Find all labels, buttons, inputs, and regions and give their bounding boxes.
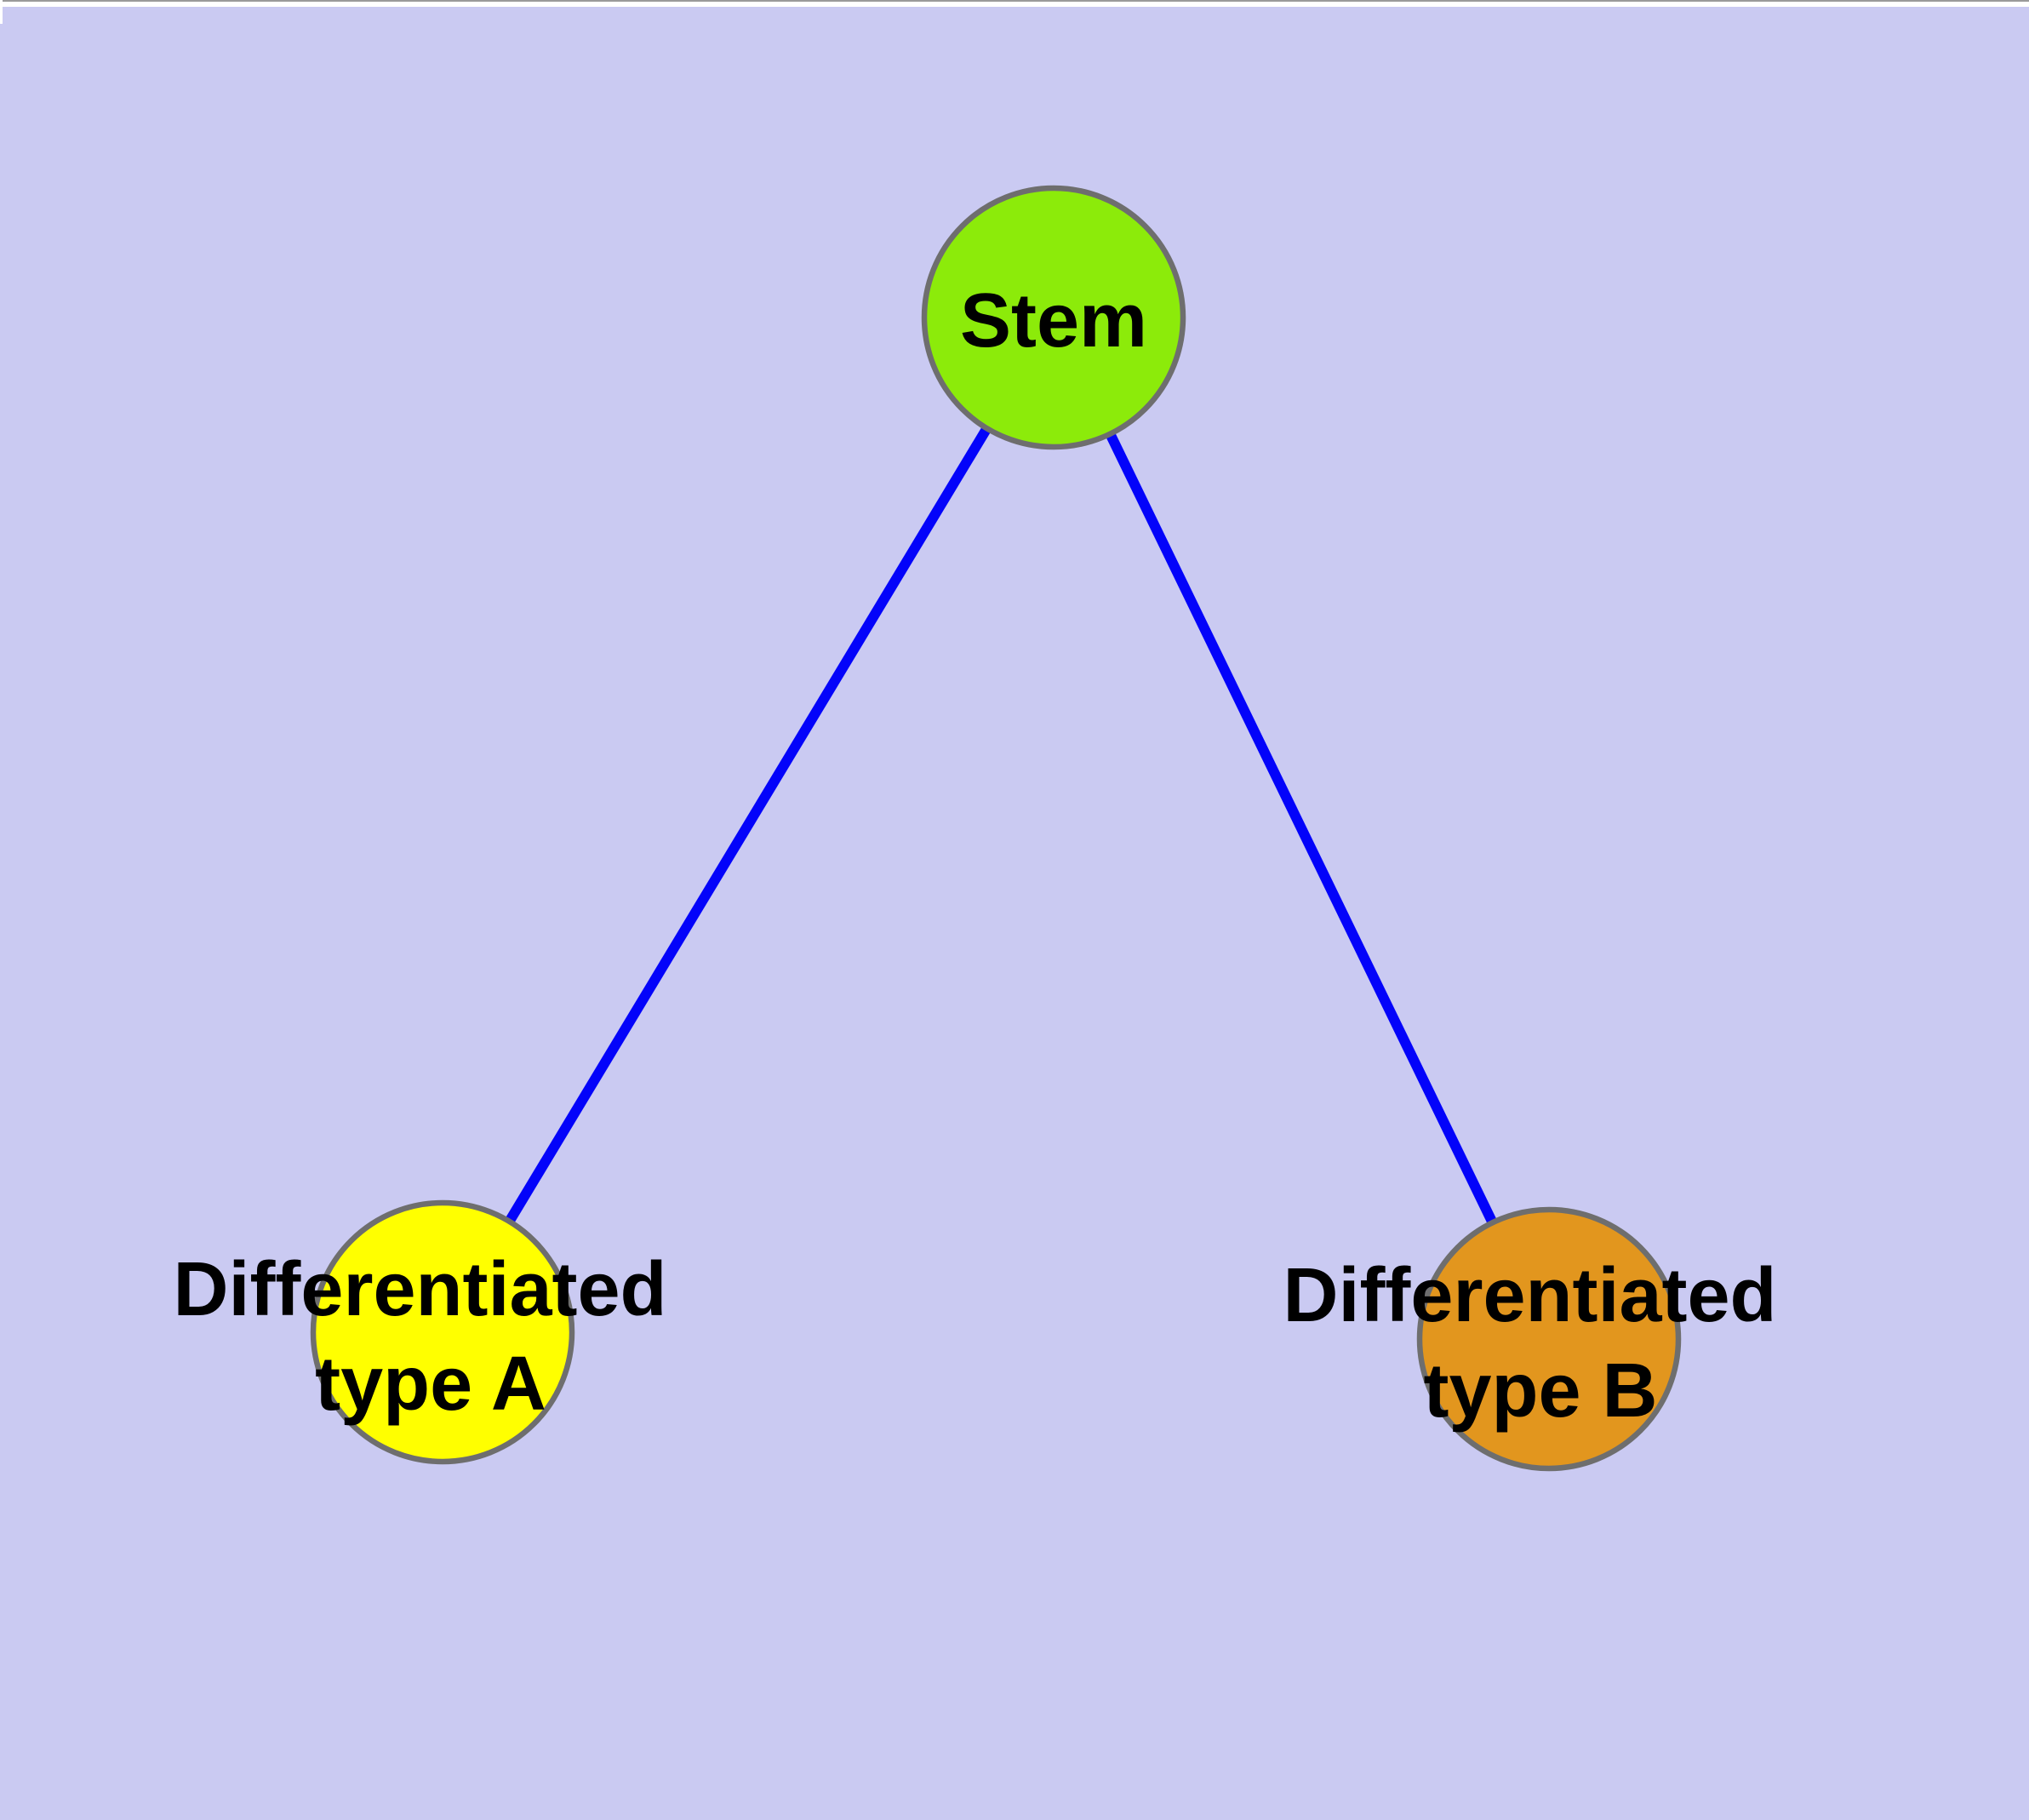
window-top-strip bbox=[0, 0, 2029, 7]
window-left-corner-sliver bbox=[0, 0, 3, 24]
edge-stem-to-type-a[interactable] bbox=[437, 314, 1059, 1336]
node-stem[interactable] bbox=[921, 185, 1186, 450]
window-top-hairline bbox=[0, 0, 2029, 2]
node-differentiated-type-b[interactable] bbox=[1416, 1206, 1682, 1472]
node-differentiated-type-a[interactable] bbox=[310, 1199, 575, 1465]
edge-stem-to-type-b[interactable] bbox=[1049, 315, 1554, 1342]
